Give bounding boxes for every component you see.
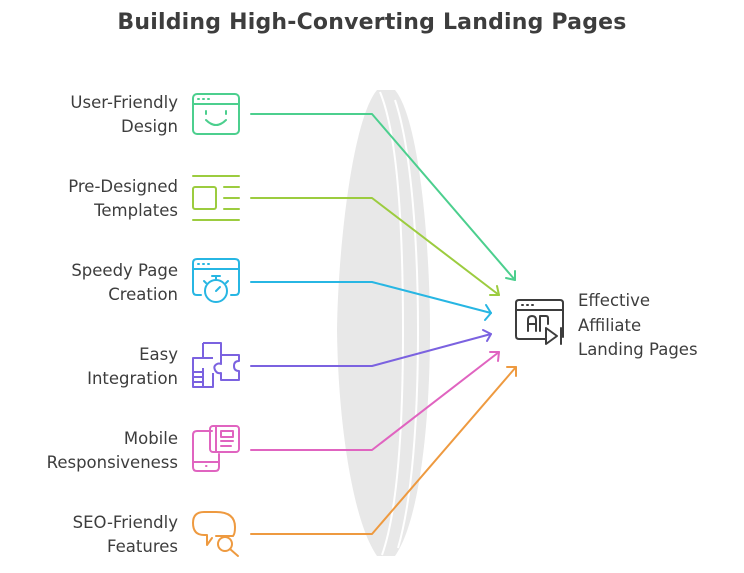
label-line: Responsiveness — [46, 453, 178, 472]
source-label-mobile-responsiveness: Mobile Responsiveness — [0, 427, 178, 475]
label-line: Pre-Designed — [68, 177, 178, 196]
mobile-document-icon — [192, 425, 240, 472]
label-line: Speedy Page — [71, 261, 178, 280]
chat-search-icon — [192, 511, 239, 557]
label-line: Landing Pages — [578, 340, 698, 359]
source-label-speedy-page-creation: Speedy Page Creation — [0, 259, 178, 307]
connector-speedy-page-creation — [250, 281, 492, 321]
source-label-easy-integration: Easy Integration — [0, 343, 178, 391]
connector-user-friendly-design — [250, 113, 516, 281]
label-line: Integration — [87, 369, 178, 388]
browser-ad-play-icon — [515, 299, 564, 345]
label-line: Mobile — [123, 429, 178, 448]
template-layout-icon — [192, 175, 240, 221]
lens-shape — [337, 90, 430, 556]
label-line: Design — [121, 117, 178, 136]
label-line: Features — [107, 537, 178, 556]
label-line: Effective — [578, 291, 650, 310]
connector-pre-designed-templates — [250, 197, 500, 296]
label-line: SEO-Friendly — [72, 513, 178, 532]
source-label-user-friendly-design: User-Friendly Design — [0, 91, 178, 139]
connector-easy-integration — [250, 329, 492, 367]
label-line: Templates — [94, 201, 178, 220]
label-line: Affiliate — [578, 315, 642, 335]
label-line: User-Friendly — [70, 93, 178, 112]
source-label-pre-designed-templates: Pre-Designed Templates — [0, 175, 178, 223]
browser-smiley-icon — [192, 93, 240, 135]
label-line: Easy — [139, 345, 178, 364]
connector-mobile-responsiveness — [250, 351, 500, 451]
diagram-title: Building High-Converting Landing Pages — [117, 10, 627, 35]
browser-stopwatch-icon — [192, 258, 240, 303]
label-line: Creation — [108, 285, 178, 304]
source-label-seo-friendly-features: SEO-Friendly Features — [0, 511, 178, 559]
connector-seo-friendly-features — [250, 366, 517, 535]
target-label: Effective Affiliate Landing Pages — [578, 289, 698, 363]
puzzle-pieces-icon — [192, 342, 240, 388]
